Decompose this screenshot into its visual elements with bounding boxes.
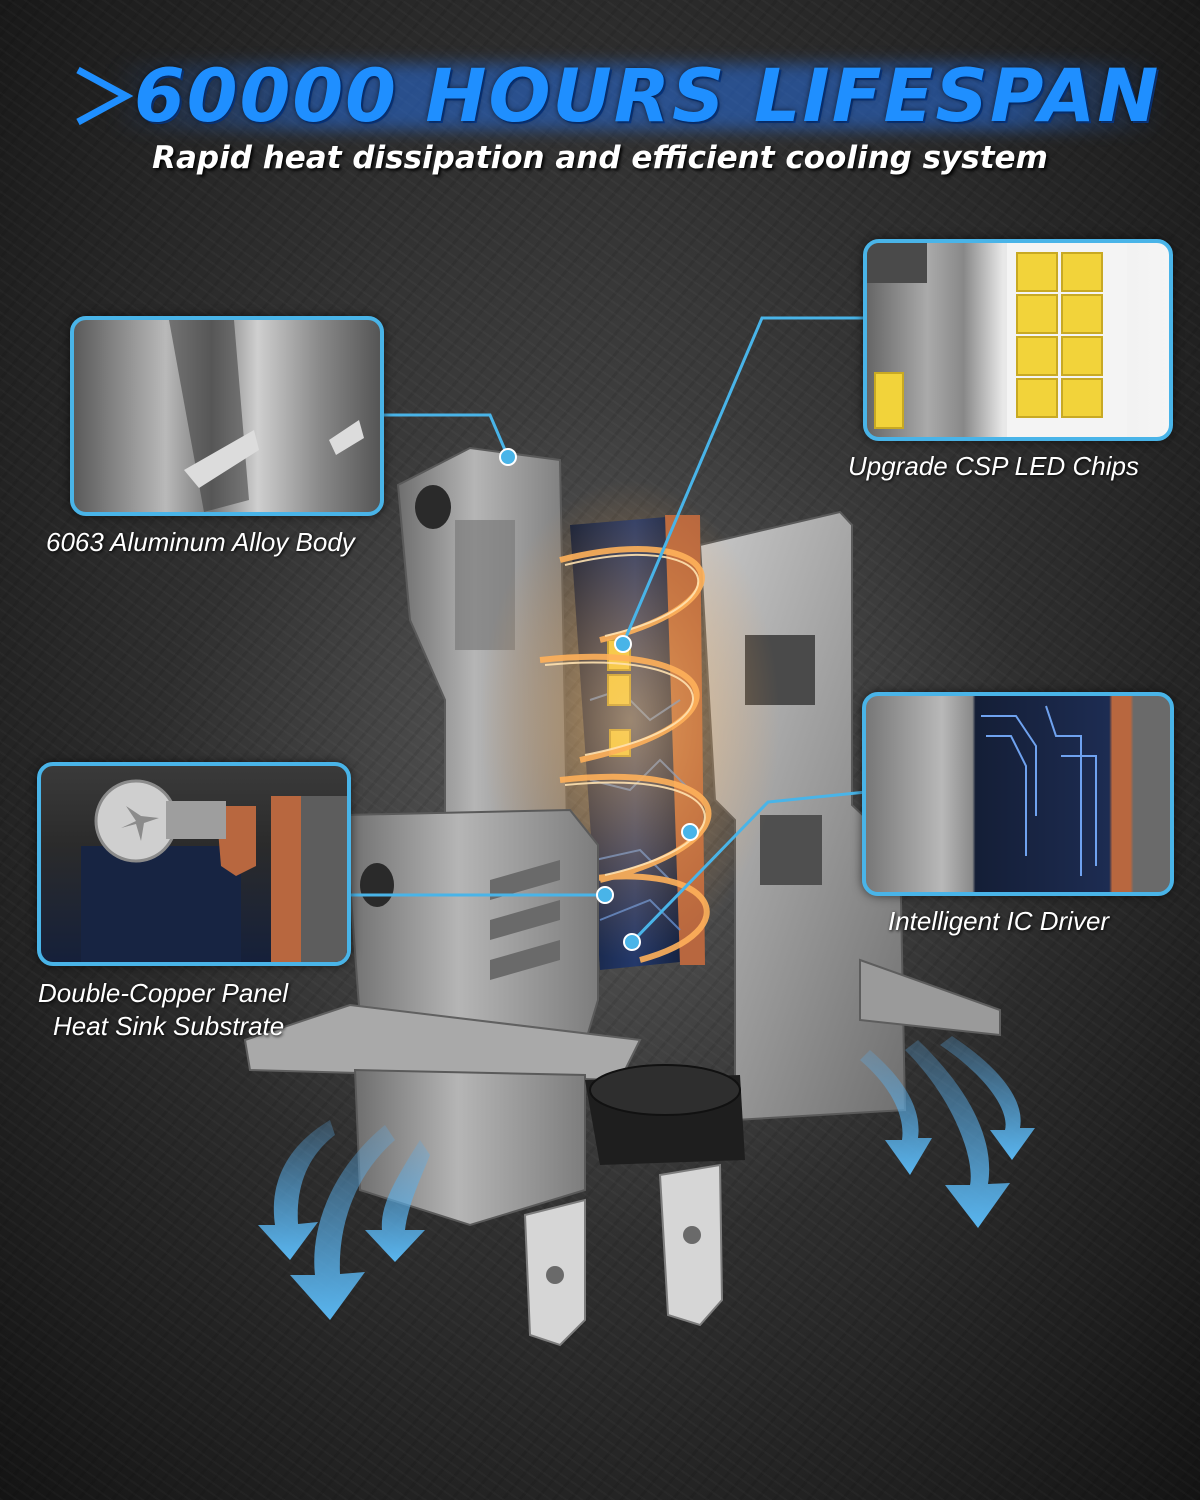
- callout-copper-panel: [37, 762, 351, 966]
- subtitle: Rapid heat dissipation and efficient coo…: [152, 140, 1048, 176]
- label-csp-led-chips: Upgrade CSP LED Chips: [848, 451, 1139, 481]
- callout-csp-led-chips: [863, 239, 1173, 441]
- headline-chevron-icon: [76, 66, 134, 126]
- label-copper-panel-line2: Heat Sink Substrate: [53, 1011, 285, 1041]
- callout-pointer-dot-icon: [499, 448, 699, 951]
- callout-ic-driver: [862, 692, 1174, 896]
- label-copper-panel-line1: Double-Copper Panel: [38, 978, 289, 1008]
- label-copper-panel: Double-Copper Panel Heat Sink Substrate: [38, 977, 288, 1043]
- aluminum-closeup: [169, 320, 364, 512]
- callout-aluminum-body: [70, 316, 384, 516]
- headline-text: 60000 HOURS LIFESPAN: [134, 53, 1161, 139]
- airflow-arrow-icon: [258, 1036, 1035, 1320]
- headline: 60000 HOURS LIFESPAN: [72, 50, 1162, 142]
- copper-panel-closeup: [81, 779, 347, 962]
- label-ic-driver: Intelligent IC Driver: [888, 906, 1110, 936]
- headline-glow: [112, 64, 1162, 130]
- label-aluminum-body: 6063 Aluminum Alloy Body: [46, 527, 355, 557]
- led-chip-closeup: [867, 243, 1127, 437]
- ic-driver-closeup: [981, 705, 1097, 876]
